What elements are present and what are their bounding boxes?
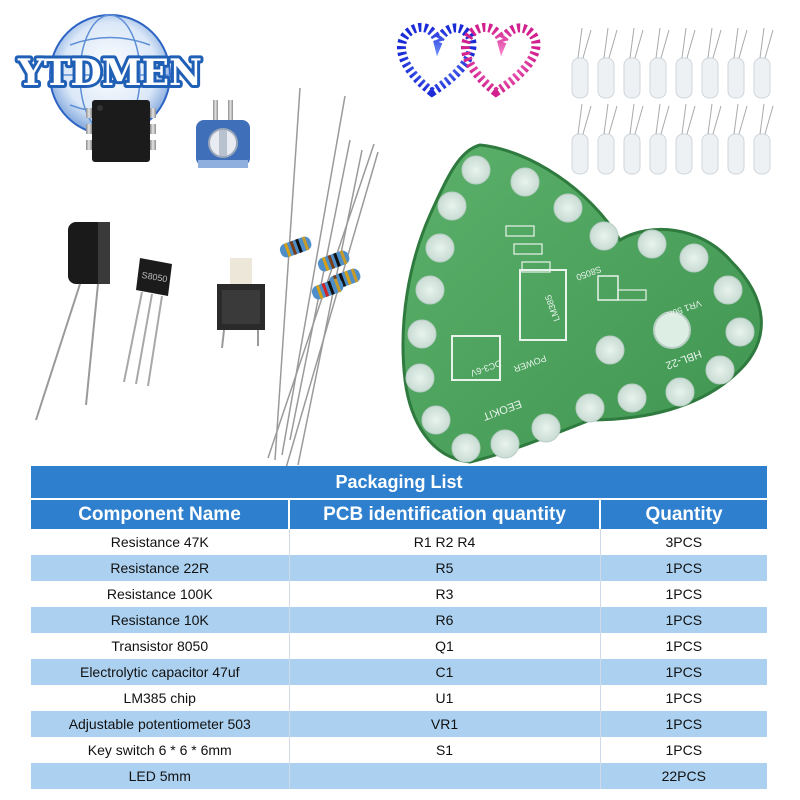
transistor-marking: S8050 [141,270,168,284]
product-photo: YTDMEN YTDMEN S8050 [14,2,774,468]
cell-quantity: 1PCS [600,633,768,659]
electrolytic-capacitor [35,222,110,421]
cell-pcb-id: R6 [289,607,601,633]
logo-text: YTDMEN [17,52,202,94]
key-switch [217,258,265,349]
column-header-component-name: Component Name [31,499,290,529]
cell-pcb-id: R1 R2 R4 [289,529,601,555]
table-row: Resistance 47K R1 R2 R4 3PCS [31,529,768,555]
transistor-s8050: S8050 [123,258,172,387]
cell-component: Resistance 47K [31,529,290,555]
table-row: Resistance 22R R5 1PCS [31,555,768,581]
table-row: LED 5mm 22PCS [31,763,768,789]
table-row: Resistance 10K R6 1PCS [31,607,768,633]
cell-component: Electrolytic capacitor 47uf [31,659,290,685]
cell-pcb-id: VR1 [289,711,601,737]
cell-pcb-id: R5 [289,555,601,581]
cell-component: Resistance 100K [31,581,290,607]
table-row: Electrolytic capacitor 47uf C1 1PCS [31,659,768,685]
brand-logo: YTDMEN YTDMEN [14,14,205,136]
resistor-leads [267,87,379,468]
table-title: Packaging List [31,466,768,500]
cell-component: Resistance 10K [31,607,290,633]
logo-text-outline: YTDMEN [17,52,202,94]
lm385-chip [86,100,156,162]
column-header-pcb-identification: PCB identification quantity [289,499,601,529]
cell-pcb-id: R3 [289,581,601,607]
cell-pcb-id: C1 [289,659,601,685]
cell-component: Resistance 22R [31,555,290,581]
cell-quantity: 1PCS [600,685,768,711]
cell-quantity: 1PCS [600,607,768,633]
white-leds [571,27,774,175]
potentiometer [196,100,250,168]
cell-component: Key switch 6 * 6 * 6mm [31,737,290,763]
cell-pcb-id: S1 [289,737,601,763]
cell-pcb-id: U1 [289,685,601,711]
heart-pcb: EEOKIT HBL-22 POWER DC3-6V LM385 S8050 V… [401,143,763,464]
cell-quantity: 1PCS [600,555,768,581]
table-row: Transistor 8050 Q1 1PCS [31,633,768,659]
cell-component: LM385 chip [31,685,290,711]
cell-quantity: 1PCS [600,737,768,763]
cell-pcb-id: Q1 [289,633,601,659]
cell-quantity: 22PCS [600,763,768,789]
column-header-quantity: Quantity [600,499,768,529]
cell-component: Transistor 8050 [31,633,290,659]
cell-quantity: 1PCS [600,659,768,685]
table-row: Key switch 6 * 6 * 6mm S1 1PCS [31,737,768,763]
cell-component: LED 5mm [31,763,290,789]
table-row: Adjustable potentiometer 503 VR1 1PCS [31,711,768,737]
packaging-list-table: Packaging List Component Name PCB identi… [31,466,768,789]
table-row: LM385 chip U1 1PCS [31,685,768,711]
cell-quantity: 1PCS [600,711,768,737]
cell-quantity: 3PCS [600,529,768,555]
cell-quantity: 1PCS [600,581,768,607]
cell-pcb-id [289,763,601,789]
resistors [279,236,361,300]
lit-hearts-preview [386,2,550,98]
cell-component: Adjustable potentiometer 503 [31,711,290,737]
table-row: Resistance 100K R3 1PCS [31,581,768,607]
